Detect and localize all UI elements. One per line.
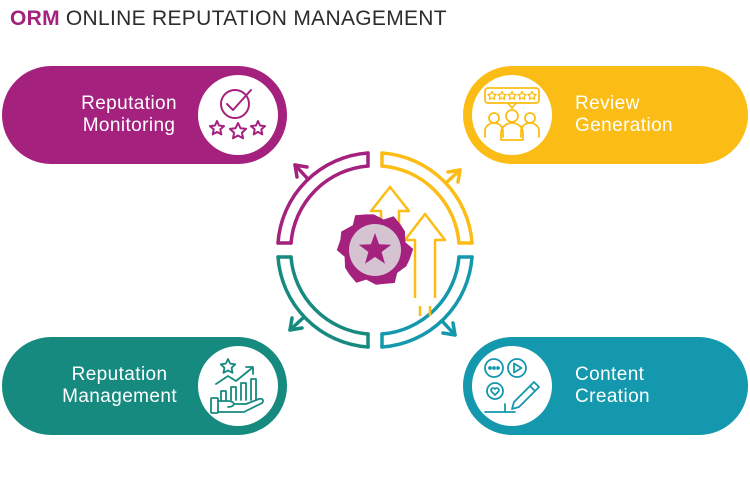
- center-cycle-graphic: [276, 151, 474, 349]
- title-acronym: ORM: [10, 7, 60, 30]
- pill-content-creation: Content Creation: [463, 337, 748, 435]
- pill-label-line2: Monitoring: [82, 115, 176, 136]
- icon-circle: [472, 75, 552, 155]
- content-creation-icon: [484, 358, 540, 413]
- pill-label-line2: Management: [62, 386, 177, 407]
- pill-review-generation: Review Generation: [463, 66, 748, 164]
- cycle-arrows-icon: [276, 151, 474, 349]
- pill-label-line2: Generation: [575, 115, 674, 136]
- up-arrows-icon: [369, 185, 447, 316]
- pill-reputation-management: Reputation Management: [2, 337, 287, 435]
- icon-circle: [472, 346, 552, 426]
- pill-label: Reputation Monitoring: [81, 93, 177, 137]
- star-gear-icon: [336, 214, 414, 285]
- check-stars-icon: [209, 89, 266, 140]
- pill-label-line1: Review: [575, 93, 640, 114]
- title-text: ONLINE REPUTATION MANAGEMENT: [65, 7, 447, 30]
- pill-reputation-monitoring: Reputation Monitoring: [2, 66, 287, 164]
- icon-circle: [198, 346, 278, 426]
- pill-label-line2: Creation: [575, 386, 651, 407]
- icon-circle: [198, 75, 278, 155]
- pill-label: Reputation Management: [62, 364, 177, 408]
- growth-hand-icon: [210, 358, 264, 414]
- pill-label-line1: Reputation: [81, 93, 177, 114]
- pill-label: Content Creation: [575, 364, 650, 408]
- pill-label-line1: Content: [575, 364, 645, 385]
- pill-label-line1: Reputation: [71, 364, 168, 385]
- pill-label: Review Generation: [575, 93, 673, 137]
- rated-team-icon: [484, 87, 540, 141]
